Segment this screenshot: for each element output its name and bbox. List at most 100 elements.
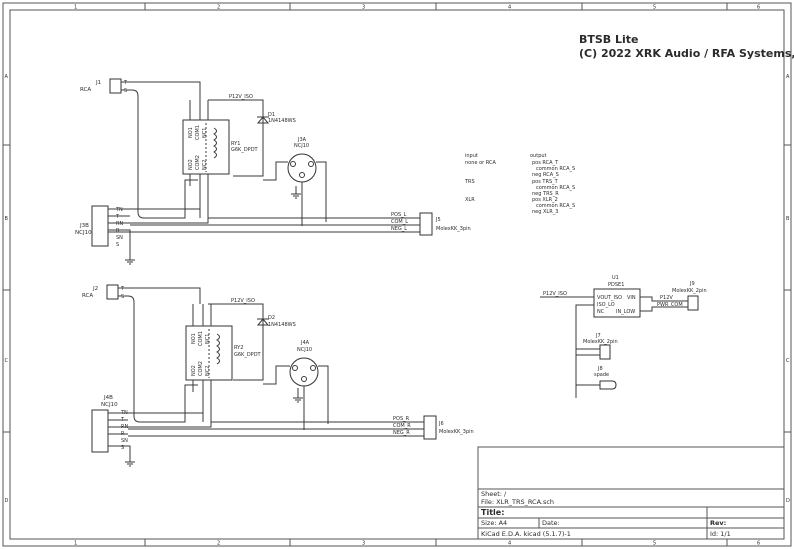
row-b: B bbox=[5, 216, 9, 222]
j2-sleeve-wire bbox=[118, 295, 198, 423]
table-r2-out-1: common RCA_S bbox=[536, 185, 575, 191]
ry1-value: G6K_DPDT bbox=[231, 147, 259, 153]
j1-ref: J1 bbox=[95, 80, 101, 86]
ry1-ref: RY1 bbox=[231, 141, 240, 147]
j3a-pin1 bbox=[290, 161, 296, 167]
j3b-ground bbox=[125, 259, 135, 265]
inner-border bbox=[9, 9, 785, 540]
col-4: 4 bbox=[508, 5, 511, 11]
table-r1-out-0: pos RCA_T bbox=[532, 160, 559, 166]
j5-ref: J5 bbox=[435, 217, 441, 223]
u1-pin-vin: VIN bbox=[627, 295, 636, 301]
ry2-coil bbox=[216, 333, 220, 365]
j4a-value: NCJ10 bbox=[297, 347, 312, 353]
j3b-ref: J3B bbox=[79, 223, 89, 229]
j3b-pin-s: S bbox=[116, 242, 119, 248]
j7-wires bbox=[576, 348, 600, 356]
j3a-ref: J3A bbox=[297, 137, 307, 143]
row-c: C bbox=[5, 358, 9, 364]
j3b-pin-tn: TN bbox=[115, 207, 123, 213]
j3b-pin-rn: RN bbox=[116, 221, 123, 227]
tb-title: Title: bbox=[481, 508, 504, 517]
net-neg-r: NEG_R bbox=[393, 430, 410, 436]
j3a-wires bbox=[263, 161, 327, 226]
j2-ref: J2 bbox=[92, 286, 98, 292]
j2-pin-s: S bbox=[121, 294, 124, 300]
ry1-pin-com2: COM2 bbox=[195, 155, 201, 170]
col-5: 5 bbox=[653, 5, 656, 11]
j4a-ref: J4A bbox=[300, 340, 310, 346]
j4b-ground bbox=[125, 461, 135, 467]
p12-label-top: P12V_ISO bbox=[229, 94, 253, 100]
ry2-pin-wires bbox=[192, 304, 212, 422]
ry2-value: G6K_DPDT bbox=[234, 352, 262, 358]
j9-value: MolexKK_2pin bbox=[672, 288, 707, 294]
j8-value: spade bbox=[594, 372, 609, 378]
j6-value: MolexKK_3pin bbox=[439, 429, 474, 435]
ry2-pin-com2: COM2 bbox=[198, 361, 204, 376]
p12-rail-top bbox=[208, 99, 264, 110]
ry1-coil bbox=[213, 127, 217, 159]
tb-size: Size: A4 bbox=[481, 519, 507, 527]
header-title: BTSB Lite bbox=[579, 33, 639, 46]
u1-out-wires bbox=[575, 296, 688, 398]
tb-date: Date: bbox=[542, 519, 560, 527]
u1-pin-inlow: IN_LOW bbox=[616, 309, 635, 315]
row-c-right: C bbox=[786, 358, 790, 364]
tb-rev: Rev: bbox=[710, 519, 726, 527]
ry1-pin-wires bbox=[189, 100, 209, 218]
j1-sleeve-wire bbox=[121, 89, 198, 219]
row-d-right: D bbox=[786, 498, 790, 504]
j9-connector bbox=[687, 295, 699, 311]
d1-diode bbox=[256, 110, 270, 128]
tb-sheet: Sheet: / bbox=[481, 490, 507, 498]
j1-pin-t: T bbox=[123, 80, 128, 86]
net-p12-iso: P12V_ISO bbox=[543, 291, 567, 297]
tb-kicad: KiCad E.D.A. kicad (5.1.7)-1 bbox=[481, 530, 571, 538]
j9-ref: J9 bbox=[689, 281, 695, 287]
ry2-pin-nc2: NC2 bbox=[205, 366, 211, 376]
table-head-input: input bbox=[465, 153, 478, 159]
ry2-pin-no2: NO2 bbox=[191, 365, 197, 376]
j1-tip-wire bbox=[121, 81, 201, 100]
net-neg-l: NEG_L bbox=[391, 226, 407, 232]
tb-file: File: XLR_TRS_RCA.sch bbox=[481, 498, 554, 506]
table-r1-in: none or RCA bbox=[465, 160, 496, 166]
col-1: 1 bbox=[74, 5, 77, 11]
u1-ref: U1 bbox=[612, 275, 619, 281]
table-r1-out-2: neg RCA_S bbox=[532, 172, 559, 178]
j1-pin-s: S bbox=[124, 88, 127, 94]
ry2-pin-no1: NO1 bbox=[191, 333, 197, 344]
j3b-pin-t: T bbox=[115, 214, 120, 220]
j3b-wires bbox=[108, 186, 209, 260]
j2-tip-wire bbox=[118, 287, 201, 304]
col-2-bottom: 2 bbox=[217, 541, 220, 547]
j1-value: RCA bbox=[80, 87, 91, 93]
table-r2-in: TRS bbox=[464, 179, 475, 185]
ry1-pin-no1: NO1 bbox=[188, 127, 194, 138]
j1-connector bbox=[109, 78, 122, 94]
col-6: 6 bbox=[757, 5, 760, 11]
net-com-r: COM_R bbox=[393, 423, 411, 429]
j4a-pin2 bbox=[310, 365, 316, 371]
table-r3-out-0: pos XLR_2 bbox=[532, 197, 558, 203]
j7-connector bbox=[599, 344, 611, 360]
p12-rail-bottom bbox=[208, 303, 264, 312]
row-d: D bbox=[5, 498, 9, 504]
j7-ref: J7 bbox=[595, 333, 601, 339]
j8-ref: J8 bbox=[597, 366, 603, 372]
d2-wire bbox=[233, 330, 264, 381]
row-a-right: A bbox=[786, 74, 790, 80]
u1-pin-isolo: ISO_LO bbox=[597, 302, 615, 308]
ry2-pin-nc1: NC1 bbox=[205, 334, 211, 344]
net-pos-r: POS_R bbox=[393, 416, 410, 422]
border-ticks bbox=[3, 3, 791, 546]
j4a-pin3 bbox=[301, 376, 307, 382]
d2-diode bbox=[256, 312, 270, 330]
ry2-ref: RY2 bbox=[234, 345, 243, 351]
power-section: U1 PDSE1 VOUT_ISO VIN ISO_LO IN_LOW NC P… bbox=[540, 275, 707, 398]
j4b-pin-s: S bbox=[121, 445, 124, 451]
d1-ref: D1 bbox=[268, 112, 275, 118]
